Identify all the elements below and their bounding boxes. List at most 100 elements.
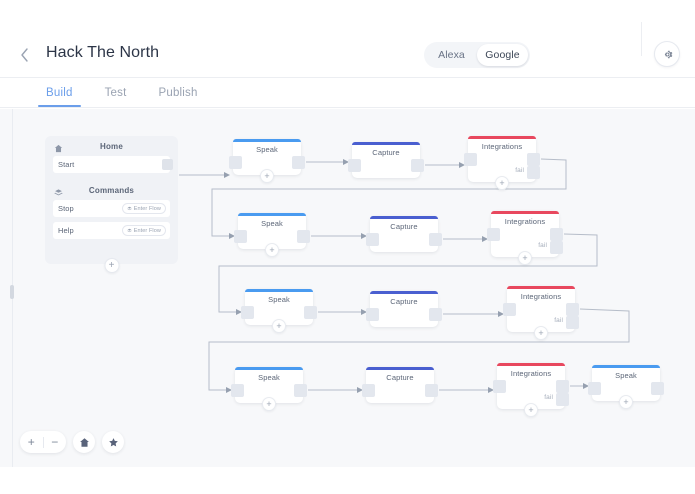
node-input-port[interactable]	[366, 233, 379, 246]
node-input-port[interactable]	[231, 384, 244, 397]
star-icon	[108, 437, 118, 446]
node-accent-bar	[366, 367, 434, 370]
enter-flow-badge[interactable]: Enter Flow	[121, 225, 166, 236]
node-accent-bar	[592, 365, 660, 368]
layers-icon	[126, 206, 132, 211]
toggle-option-alexa[interactable]: Alexa	[438, 49, 465, 61]
flow-node-speak[interactable]: Speak +	[241, 289, 317, 333]
node-input-port[interactable]	[493, 380, 506, 393]
node-output-port[interactable]	[527, 153, 540, 166]
node-accent-bar	[491, 211, 559, 214]
favorite-button[interactable]	[102, 431, 124, 453]
home-icon	[79, 437, 89, 447]
panel-section-home: Home	[45, 136, 178, 156]
node-title: Integrations	[504, 217, 546, 226]
panel-row-stop[interactable]: Stop Enter Flow	[53, 200, 170, 217]
node-fail-port[interactable]	[550, 241, 563, 254]
flow-node-speak[interactable]: Speak+	[229, 139, 305, 183]
platform-toggle[interactable]: Alexa Google	[424, 42, 530, 68]
flow-node-capture[interactable]: Capture	[366, 291, 442, 327]
node-output-port[interactable]	[566, 303, 579, 316]
node-output-port[interactable]	[556, 380, 569, 393]
node-output-port[interactable]	[304, 306, 317, 319]
node-add-button[interactable]: +	[534, 326, 548, 340]
flow-node-capture[interactable]: Capture	[362, 367, 438, 403]
node-input-port[interactable]	[503, 303, 516, 316]
panel-section-commands: Commands	[45, 180, 178, 200]
panel-add-button[interactable]: +	[104, 258, 119, 273]
back-button[interactable]	[14, 45, 34, 65]
node-output-port[interactable]	[411, 159, 424, 172]
settings-button[interactable]	[654, 41, 680, 67]
node-output-port[interactable]	[429, 233, 442, 246]
flow-node-speak[interactable]: Speak +	[231, 367, 307, 411]
panel-row-start[interactable]: Start	[53, 156, 173, 173]
node-add-button[interactable]: +	[260, 169, 274, 183]
node-add-button[interactable]: +	[272, 319, 286, 333]
node-input-port[interactable]	[487, 228, 500, 241]
enter-flow-badge[interactable]: Enter Flow	[121, 203, 166, 214]
node-output-port[interactable]	[550, 228, 563, 241]
node-fail-port[interactable]	[556, 393, 569, 406]
flow-node-capture[interactable]: Capture	[366, 216, 442, 252]
node-output-port[interactable]	[292, 156, 305, 169]
node-input-port[interactable]	[241, 306, 254, 319]
tab-bar: Build Test Publish	[0, 78, 695, 108]
recenter-home-button[interactable]	[73, 431, 95, 453]
flow-node-capture[interactable]: Capture	[348, 142, 424, 178]
panel-row-label: Start	[58, 160, 75, 169]
tab-test[interactable]: Test	[104, 86, 127, 99]
node-input-port[interactable]	[234, 230, 247, 243]
node-title: Speak	[268, 295, 290, 304]
node-accent-bar	[235, 367, 303, 370]
node-title: Speak	[258, 373, 280, 382]
node-output-port[interactable]	[429, 308, 442, 321]
chevron-left-icon	[20, 48, 28, 62]
node-add-button[interactable]: +	[524, 403, 538, 417]
node-add-button[interactable]: +	[619, 395, 633, 409]
node-add-button[interactable]: +	[262, 397, 276, 411]
node-input-port[interactable]	[464, 153, 477, 166]
panel-row-label: Stop	[58, 204, 74, 213]
node-fail-port[interactable]	[527, 166, 540, 179]
zoom-out-button[interactable]: −	[51, 435, 59, 449]
header-divider	[641, 22, 642, 56]
node-output-port[interactable]	[297, 230, 310, 243]
node-accent-bar	[370, 291, 438, 294]
node-fail-port[interactable]	[566, 316, 579, 329]
node-output-port[interactable]	[294, 384, 307, 397]
panel-row-help[interactable]: Help Enter Flow	[53, 222, 170, 239]
flow-canvas[interactable]: Home Start Commands Stop Enter Flow	[0, 109, 695, 467]
panel-section-label: Commands	[88, 185, 135, 195]
node-title: Integrations	[481, 142, 523, 151]
node-output-port[interactable]	[651, 382, 664, 395]
zoom-in-button[interactable]: +	[27, 435, 35, 449]
layers-icon	[126, 228, 132, 233]
zoom-control: + −	[20, 431, 66, 453]
flow-node-speak[interactable]: Speak+	[234, 213, 310, 257]
node-fail-label: fail	[554, 317, 563, 324]
node-accent-bar	[507, 286, 575, 289]
node-input-port[interactable]	[229, 156, 242, 169]
node-input-port[interactable]	[366, 308, 379, 321]
canvas-resize-handle[interactable]	[10, 285, 14, 299]
node-add-button[interactable]: +	[495, 176, 509, 190]
home-icon	[54, 140, 63, 158]
node-input-port[interactable]	[348, 159, 361, 172]
flow-node-speak[interactable]: Speak +	[588, 365, 664, 409]
node-add-button[interactable]: +	[265, 243, 279, 257]
panel-row-output-port[interactable]	[162, 159, 173, 170]
node-add-button[interactable]: +	[518, 251, 532, 265]
node-input-port[interactable]	[588, 382, 601, 395]
toggle-option-google[interactable]: Google	[477, 44, 528, 66]
node-title: Speak	[615, 371, 637, 380]
node-input-port[interactable]	[362, 384, 375, 397]
tab-build[interactable]: Build	[30, 78, 89, 107]
node-output-port[interactable]	[425, 384, 438, 397]
tab-publish[interactable]: Publish	[158, 86, 198, 99]
